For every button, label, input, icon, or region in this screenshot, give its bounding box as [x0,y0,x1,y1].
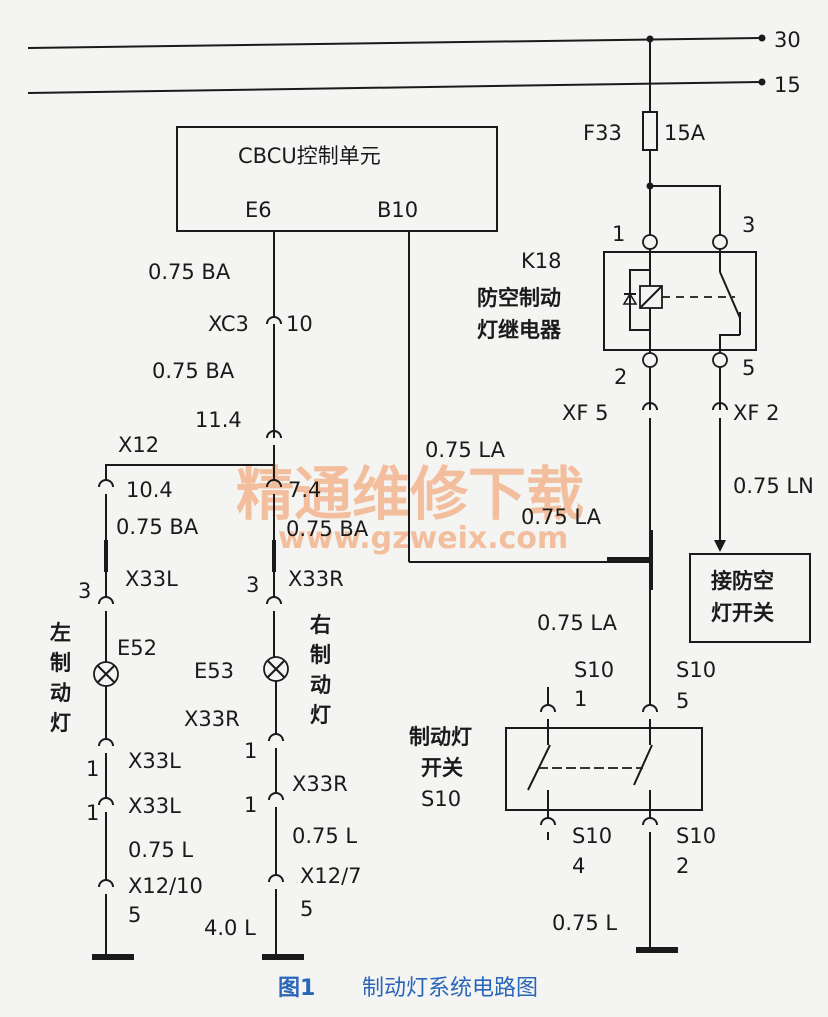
cbcu-pin-e6: E6 [245,198,272,222]
brake-switch-s10: 制动灯 开关 S10 S10 1 S10 5 S10 4 S10 2 0.75 … [409,658,716,953]
switch-s2-label: S10 [676,824,716,848]
switch-s5-label: S10 [676,658,716,682]
left-lamp-char-1: 左 [50,621,71,645]
relay-pin-5: 5 [742,356,755,380]
left-gnd-pin: 5 [128,903,141,927]
right-lamp-char-2: 制 [310,643,331,667]
right-lamp-id: E53 [194,659,234,683]
b10-wire: 0.75 LA 0.75 LA 0.75 LA [408,231,653,635]
node-11-4: 11.4 [195,408,242,432]
switch-s4-pin: 4 [572,854,585,878]
right-lamp-char-1: 右 [310,613,331,637]
left-conn-b: X33L [128,794,181,818]
watermark-text: 精通维修下载 [236,460,584,528]
l-wire-label-1: 0.75 L [128,838,193,862]
l-wire-label-4: 4.0 L [204,916,256,940]
left-conn-top: X33L [125,567,178,591]
xf2-label: XF 2 [733,401,780,425]
xc3-pin: 10 [286,312,313,336]
xf5-label: XF 5 [562,401,609,425]
bus-30: 30 [27,28,801,52]
cbcu-pin-b10: B10 [377,198,418,222]
left-pin-1a: 1 [86,757,99,781]
l-wire-label-2: 0.75 L [292,824,357,848]
right-conn-a-label: X33R [184,707,240,731]
relay-id: K18 [521,249,562,273]
right-lamp-char-3: 动 [310,673,331,697]
left-lamp-char-4: 灯 [50,711,71,735]
left-lamp-char-3: 动 [50,681,71,705]
bus-15: 15 [27,73,801,97]
relay-name-line2: 灯继电器 [477,318,562,342]
ba-wire-label-2: 0.75 BA [152,359,235,383]
bus-15-label: 15 [774,73,801,97]
x12-label: X12 [118,433,159,457]
relay-name-line1: 防空制动 [477,286,561,310]
relay-k18: 1 3 2 5 K18 防空制动 灯继电器 [477,213,757,389]
right-pin-3: 3 [246,573,259,597]
cbcu-control-unit: CBCU控制单元 E6 B10 [176,126,498,232]
figure-title: 制动灯系统电路图 [362,976,538,1001]
watermark-url: www.gzweix.com [278,521,568,556]
switch-s4-label: S10 [572,824,612,848]
air-defense-switch-box: 接防空 灯开关 [689,553,811,643]
switch-s5-pin: 5 [676,689,689,713]
right-conn-top: X33R [288,567,344,591]
right-lamp-char-4: 灯 [310,703,331,727]
node-7-4: 7.4 [288,478,321,502]
ba-wire-label-3: 0.75 BA [116,515,199,539]
xc3-label: XC3 [208,312,249,336]
l-wire-label-3: 0.75 L [552,911,617,935]
node-10-4: 10.4 [126,478,173,502]
right-conn-b: X33R [292,772,348,796]
la-wire-label-1: 0.75 LA [425,438,506,462]
bus-30-label: 30 [774,28,801,52]
left-pin-3: 3 [78,579,91,603]
fuse-name: F33 [583,121,622,145]
relay-pin-2: 2 [614,365,627,389]
switch-name-line3: S10 [421,787,461,811]
cbcu-title: CBCU控制单元 [238,144,381,168]
fuse-f33: F33 15A [583,35,721,235]
ln-wire-label: 0.75 LN [733,474,814,498]
ba-wire-label-1: 0.75 BA [148,260,231,284]
right-pin-1a: 1 [244,739,257,763]
right-pin-1b: 1 [244,793,257,817]
left-lamp-char-2: 制 [50,651,71,675]
right-gnd-pin: 5 [300,897,313,921]
left-pin-1b: 1 [86,801,99,825]
left-lamp-branch: 10.4 0.75 BA 3 X33L 左 制 动 灯 E52 1 X33L 1… [50,478,203,960]
la-wire-label-3: 0.75 LA [537,611,618,635]
left-gnd-conn: X12/10 [128,874,203,898]
figure-number: 图1 [278,976,315,1001]
switch-name-line2: 开关 [421,756,463,780]
la-wire-label-2: 0.75 LA [521,505,602,529]
switch-name-line1: 制动灯 [409,725,472,749]
switch-s1-label: S10 [574,658,614,682]
right-gnd-conn: X12/7 [300,864,362,888]
relay-outputs: XF 5 XF 2 0.75 LN [562,367,814,705]
relay-pin-1: 1 [612,222,625,246]
air-switch-line2: 灯开关 [711,601,774,625]
left-conn-a: X33L [128,749,181,773]
air-switch-line1: 接防空 [711,569,774,593]
switch-s1-pin: 1 [574,687,587,711]
right-lamp-branch: 7.4 0.75 BA 3 X33R 右 制 动 灯 E53 X33R 1 1 … [184,465,369,960]
fuse-rating: 15A [664,121,706,145]
left-lamp-id: E52 [117,636,157,660]
ba-wire-label-4: 0.75 BA [286,517,369,541]
relay-pin-3: 3 [742,213,755,237]
e6-wire: 0.75 BA XC3 10 0.75 BA 11.4 X12 [105,231,313,480]
switch-s2-pin: 2 [676,854,689,878]
